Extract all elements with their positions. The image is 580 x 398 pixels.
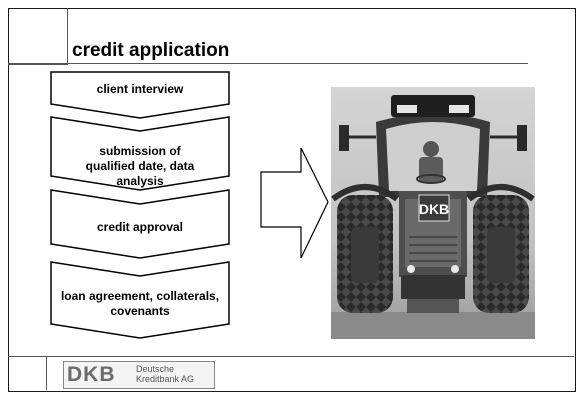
step-label-1: client interview: [96, 82, 184, 96]
dkb-logo-text: Deutsche Kreditbank AG: [136, 364, 194, 384]
dkb-logo-letters: DKB: [67, 363, 116, 386]
slide-title: credit application: [72, 40, 230, 61]
step-shape-3: [50, 189, 230, 259]
dkb-logo: DKB Deutsche Kreditbank AG: [63, 361, 215, 389]
tractor-sign-text: DKB: [419, 201, 449, 217]
title-corner-box: [8, 8, 68, 65]
step-label-3: credit approval: [96, 220, 184, 234]
dkb-logo-line-1: Deutsche: [136, 364, 175, 374]
flow-arrow: [260, 147, 329, 259]
step-shape-1: [50, 71, 230, 119]
step-label-2: submission of qualified date, data analy…: [85, 144, 195, 188]
tractor-photo: DKB: [331, 87, 535, 339]
title-underline: [8, 63, 528, 64]
footer-divider: [8, 356, 574, 357]
step-label-4: loan agreement, collaterals, covenants: [60, 289, 220, 318]
footer-corner-line: [46, 356, 47, 390]
step-shape-4: [50, 261, 230, 339]
step-shape-2: [50, 116, 230, 191]
dkb-logo-line-2: Kreditbank AG: [136, 374, 195, 384]
